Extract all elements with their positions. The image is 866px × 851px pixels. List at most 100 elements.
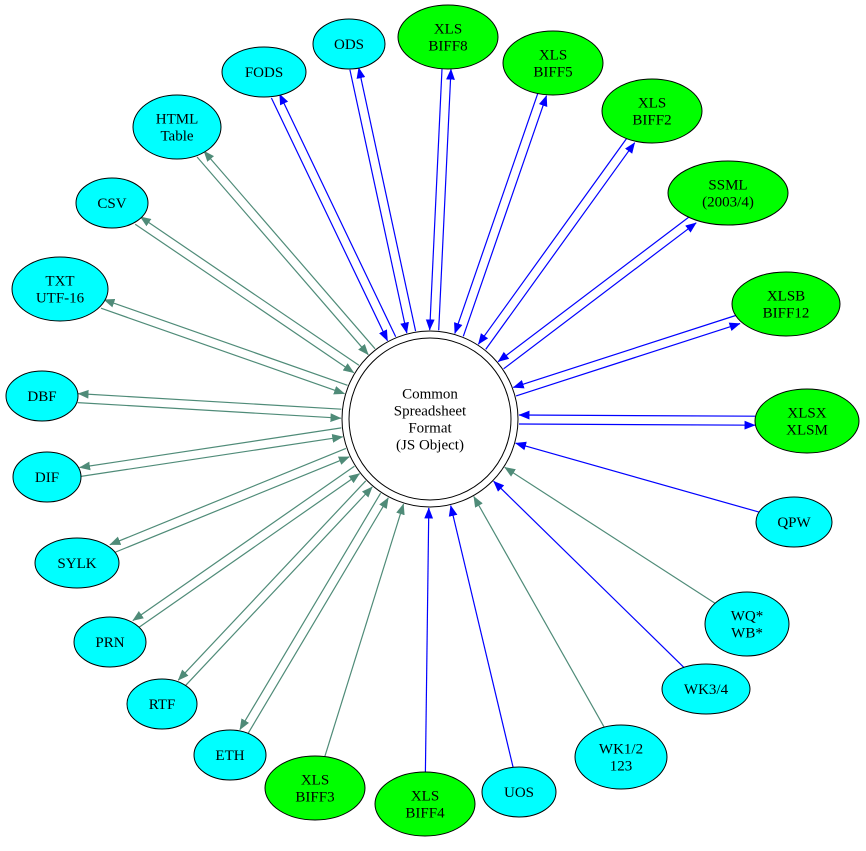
edge-dbf-to-center	[77, 402, 342, 422]
dif-label: DIF	[35, 470, 59, 486]
edge-center-to-dif	[79, 427, 342, 471]
csv-label: CSV	[97, 196, 126, 212]
sylk-ellipse	[34, 537, 120, 589]
csf-outer-circle	[341, 330, 519, 508]
wk12-ellipse	[574, 724, 668, 790]
edge-html-to-center	[196, 156, 369, 356]
edge-rtf-to-center	[184, 486, 373, 687]
edge-qpw-to-center	[515, 441, 760, 513]
edge-center-to-xls-biff5	[462, 95, 548, 337]
eth-label: ETH	[215, 748, 244, 764]
edge-center-to-csv	[139, 216, 360, 366]
edge-center-to-xls-biff8	[438, 68, 455, 331]
xls-biff3-ellipse	[264, 755, 366, 821]
node-prn: PRN	[73, 616, 147, 668]
node-ssml: SSML(2003/4)	[667, 160, 789, 226]
html-ellipse	[132, 94, 222, 160]
csf-inner-circle	[348, 337, 512, 501]
node-rtf: RTF	[126, 678, 198, 730]
edge-center-to-sylk	[109, 447, 347, 546]
xls-biff2-ellipse	[601, 78, 703, 144]
node-qpw: QPW	[755, 496, 833, 548]
node-fods: FODS	[221, 46, 307, 98]
ods-label: ODS	[334, 37, 364, 53]
csv-ellipse	[75, 177, 149, 229]
rtf-label: RTF	[149, 697, 176, 713]
edge-center-to-eth	[239, 492, 382, 731]
edge-uos-to-center	[448, 505, 514, 768]
edge-csv-to-center	[134, 223, 355, 374]
edge-xls-biff5-to-center	[454, 92, 539, 334]
fods-ellipse	[221, 46, 307, 98]
xls-biff8-ellipse	[397, 4, 499, 70]
edge-xls-biff3-to-center	[324, 503, 405, 757]
edge-xls-biff2-to-center	[477, 137, 628, 345]
node-sylk: SYLK	[34, 537, 120, 589]
wk34-ellipse	[661, 663, 751, 715]
edge-prn-to-center	[137, 473, 361, 629]
edge-center-to-ssml	[503, 222, 697, 370]
edge-center-to-prn	[132, 465, 355, 622]
prn-label: PRN	[95, 635, 124, 651]
ssml-ellipse	[667, 160, 789, 226]
wk34-label: WK3/4	[684, 682, 729, 698]
node-csv: CSV	[75, 177, 149, 229]
node-eth: ETH	[193, 729, 267, 781]
edge-center-to-xls-biff2	[485, 142, 636, 350]
dif-ellipse	[12, 451, 82, 503]
edge-center-to-html	[203, 150, 376, 350]
wqwb-ellipse	[704, 591, 790, 657]
xlsx-ellipse	[754, 388, 860, 454]
edge-dif-to-center	[80, 434, 344, 477]
dbf-label: DBF	[27, 389, 56, 405]
edge-center-to-rtf	[177, 480, 367, 681]
node-dbf: DBF	[5, 370, 79, 422]
node-wqwb: WQ*WB*	[704, 591, 790, 657]
edge-center-to-xlsb	[515, 322, 741, 397]
rtf-ellipse	[126, 678, 198, 730]
eth-ellipse	[193, 729, 267, 781]
xls-biff4-ellipse	[374, 771, 476, 837]
wqwb-label: WQ*WB*	[731, 609, 764, 642]
node-wk34: WK3/4	[661, 663, 751, 715]
edge-wk12-to-center	[473, 496, 605, 728]
qpw-label: QPW	[777, 515, 811, 531]
xls-biff5-ellipse	[502, 30, 604, 96]
edge-sylk-to-center	[113, 456, 350, 554]
xlsb-ellipse	[731, 271, 841, 337]
edge-center-to-txt	[103, 299, 348, 386]
edge-xlsb-to-center	[512, 314, 738, 389]
edge-center-to-xlsx	[518, 420, 756, 430]
ssml-label: SSML(2003/4)	[702, 178, 754, 211]
node-dif: DIF	[12, 451, 82, 503]
edge-txt-to-center	[100, 307, 346, 395]
node-uos: UOS	[481, 766, 557, 818]
edge-center-to-fods	[279, 93, 397, 338]
edge-xlsx-to-center	[518, 410, 756, 420]
edge-wk34-to-center	[493, 480, 685, 668]
txt-ellipse	[11, 256, 109, 322]
edge-xls-biff4-to-center	[424, 507, 434, 773]
uos-ellipse	[481, 766, 557, 818]
sylk-label: SYLK	[57, 556, 96, 572]
